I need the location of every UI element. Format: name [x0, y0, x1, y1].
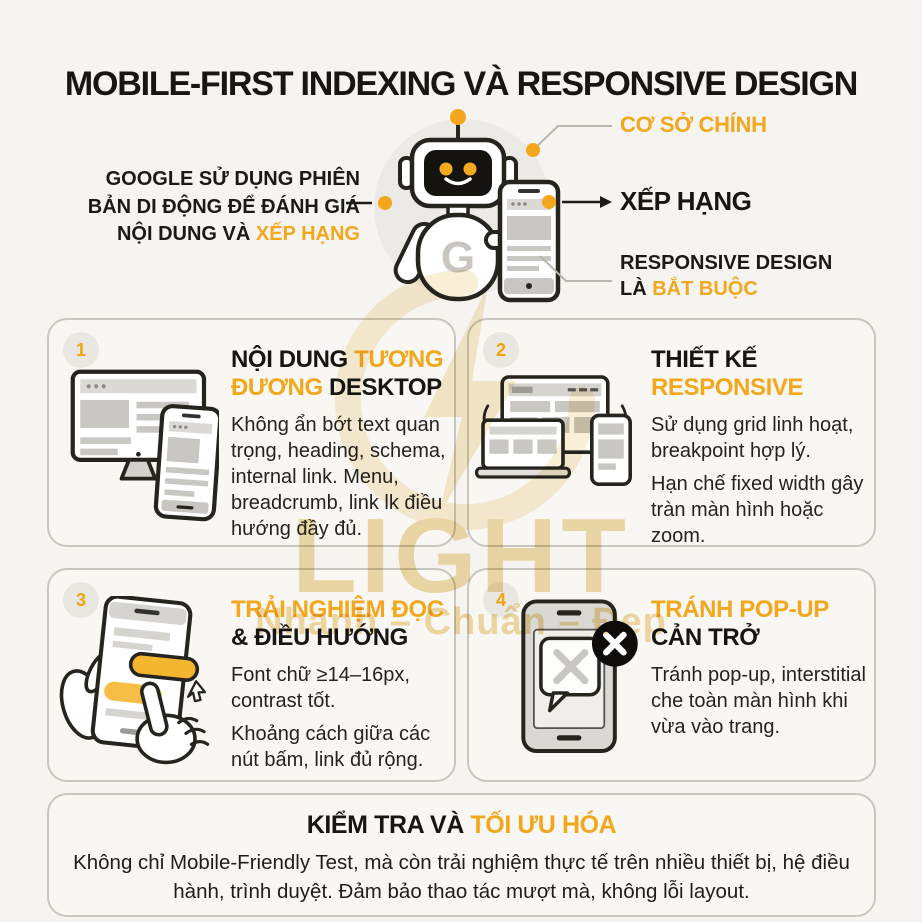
phone-icon: [90, 596, 207, 751]
cursor-icon: [187, 680, 207, 703]
bottom-right-connector: [539, 255, 612, 282]
left-note-line3: NỘI DUNG VÀ XẾP HẠNG: [116, 223, 360, 246]
callout-highlight: BẮT BUỘC: [652, 278, 758, 301]
callout-main-basis: CƠ SỞ CHÍNH: [620, 112, 767, 137]
left-note-highlight: XẾP HẠNG: [255, 223, 360, 246]
phone-icon: [153, 404, 219, 522]
card-body: Không ẩn bớt text quan trọng, heading, s…: [231, 414, 446, 541]
card-text-block: TRÁNH POP-UP CẢN TRỞ Tránh pop-up, inter…: [651, 596, 869, 747]
card-testing-optimization: KIỂM TRA VÀ TỐI ƯU HÓA Không chỉ Mobile-…: [47, 793, 876, 917]
card-body: Hạn chế fixed width gây tràn màn hình ho…: [651, 473, 864, 548]
responsive-devices-icon: [475, 375, 632, 486]
desktop-and-phone-icon: [70, 369, 219, 522]
card-body: Tránh pop-up, interstitial che toàn màn …: [651, 664, 866, 739]
popup-blocked-icon: [521, 599, 638, 754]
left-note-line1: GOOGLE SỬ DỤNG PHIÊN: [105, 168, 360, 190]
card-body: Khoảng cách giữa các nút bấm, link đủ rộ…: [231, 723, 431, 772]
card-text-block: NỘI DUNG TƯƠNG ĐƯƠNG DESKTOP Không ẩn bớ…: [231, 346, 449, 549]
card-number-badge: 1: [63, 332, 99, 368]
card-body: Sử dụng grid linh hoạt, breakpoint hợp l…: [651, 414, 854, 463]
callout-responsive-required: RESPONSIVE DESIGN LÀ BẮT BUỘC: [620, 252, 833, 301]
hand-tap-phone-icon: [59, 596, 210, 765]
close-badge-icon: [591, 620, 638, 667]
card-title: NỘI DUNG TƯƠNG ĐƯƠNG DESKTOP: [231, 346, 444, 402]
left-note-line2: BẢN DI ĐỘNG ĐỂ ĐÁNH GIÁ: [87, 195, 360, 218]
page-title: MOBILE-FIRST INDEXING VÀ RESPONSIVE DESI…: [64, 64, 858, 103]
hero-left-note: GOOGLE SỬ DỤNG PHIÊN BẢN DI ĐỘNG ĐỂ ĐÁNH…: [60, 166, 360, 249]
card-title: THIẾT KẾ RESPONSIVE: [651, 346, 804, 402]
footer-body: Không chỉ Mobile-Friendly Test, mà còn t…: [73, 851, 850, 904]
card-title: TRÁNH POP-UP CẢN TRỞ: [651, 596, 829, 652]
card-title: TRẢI NGHIỆM ĐỌC & ĐIỀU HƯỚNG: [231, 596, 444, 652]
robot-background-circle: [374, 119, 551, 296]
card-number-badge: 4: [483, 582, 519, 618]
card-text-block: TRẢI NGHIỆM ĐỌC & ĐIỀU HƯỚNG Font chữ ≥1…: [231, 596, 449, 773]
top-right-connector: [526, 125, 612, 157]
card-text-block: THIẾT KẾ RESPONSIVE Sử dụng grid linh ho…: [651, 346, 869, 549]
card-avoid-popup: 4 TRÁNH POP-UP CẢN TRỞ Tránh pop-up, int…: [467, 568, 876, 782]
card-reading-navigation: 3 TRẢI NGHIỆM ĐỌC &: [47, 568, 456, 782]
laptop-icon: [475, 418, 571, 479]
phone-icon: [590, 413, 632, 486]
callout-ranking: XẾP HẠNG: [620, 186, 752, 216]
card-responsive-design: 2: [467, 318, 876, 547]
popup-bubble-icon: [539, 636, 601, 713]
card-content-parity: 1: [47, 318, 456, 547]
card-number-badge: 2: [483, 332, 519, 368]
ranking-arrow-connector: [542, 195, 612, 209]
pointing-finger-icon: [135, 681, 210, 765]
arrow-head: [600, 196, 612, 208]
footer-title: KIỂM TRA VÀ TỐI ƯU HÓA: [306, 811, 617, 839]
card-number-badge: 3: [63, 582, 99, 618]
card-body: Font chữ ≥14–16px, contrast tốt.: [231, 664, 410, 713]
